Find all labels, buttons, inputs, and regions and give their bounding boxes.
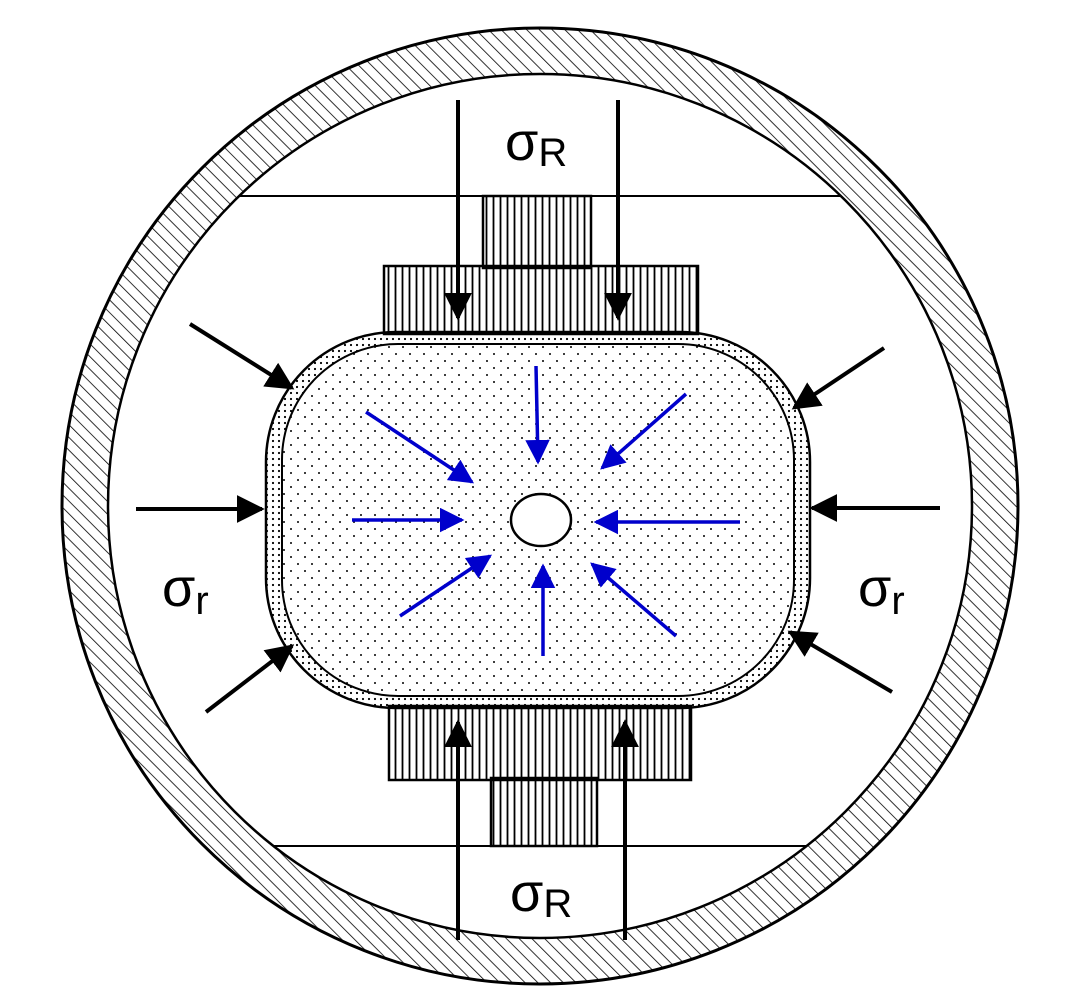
blue-arrow-lower-right bbox=[590, 562, 678, 638]
blue-arrow-upper-left bbox=[365, 410, 475, 484]
blue-arrow-upper-right bbox=[600, 392, 688, 470]
radial-arrow-lower-left bbox=[204, 644, 295, 714]
top-anvil bbox=[382, 194, 700, 336]
blue-arrow-top bbox=[525, 365, 550, 465]
radial-arrow-lower-right bbox=[787, 630, 894, 694]
radial-arrow-upper-right bbox=[791, 346, 886, 410]
radial-arrow-upper-left bbox=[188, 322, 295, 390]
label-sigma-r-radial-left: σr bbox=[162, 558, 209, 623]
bottom-anvil-large bbox=[387, 704, 693, 782]
internal-pressure-arrows bbox=[352, 365, 740, 656]
label-sigma-r-radial-right: σr bbox=[858, 558, 905, 623]
bottom-anvil-small bbox=[489, 776, 599, 848]
axial-arrows-bottom bbox=[444, 719, 639, 940]
center-hole bbox=[509, 492, 573, 548]
bottom-anvil bbox=[387, 704, 693, 848]
top-anvil-small bbox=[481, 194, 593, 270]
label-sigma-r-axial-bottom: σR bbox=[510, 863, 572, 926]
axial-arrows-top bbox=[444, 100, 632, 321]
blue-arrow-lower-left bbox=[399, 554, 493, 618]
radial-arrows bbox=[136, 322, 940, 714]
label-sigma-r-axial-top: σR bbox=[505, 112, 567, 175]
top-anvil-large bbox=[382, 264, 700, 336]
outer-ring bbox=[60, 26, 1020, 986]
